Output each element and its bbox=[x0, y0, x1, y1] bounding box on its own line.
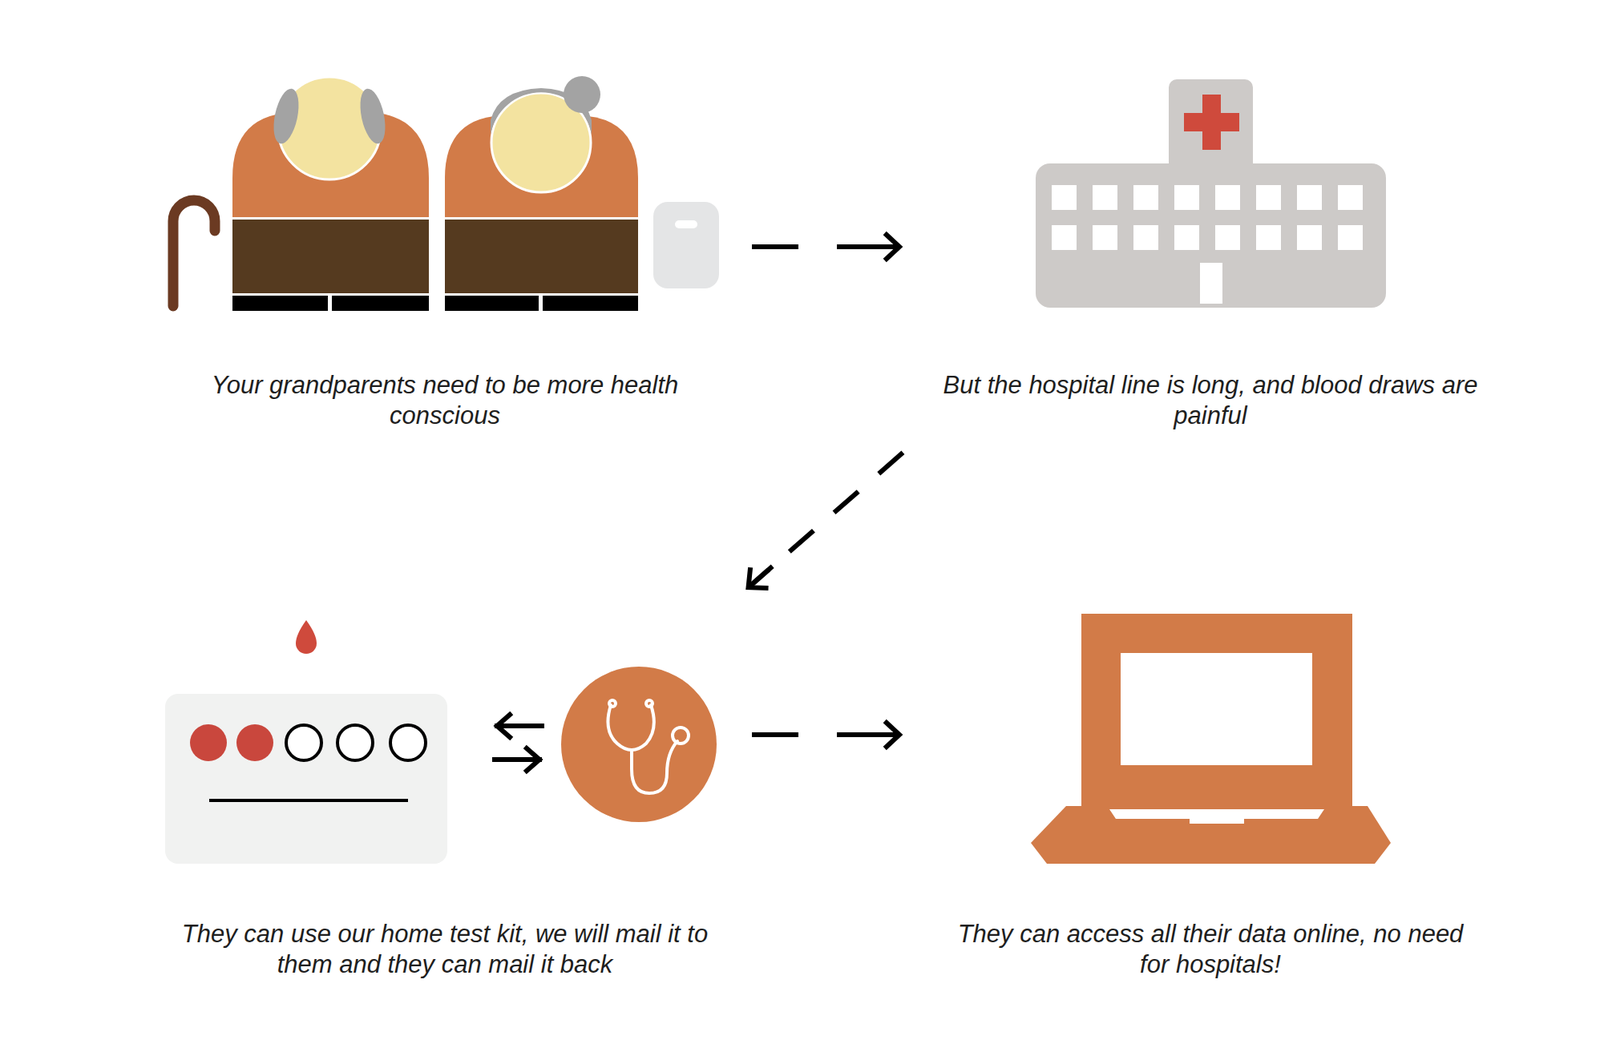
caption: They can use our home test kit, we will … bbox=[156, 919, 734, 981]
dashed-arrow bbox=[751, 723, 900, 748]
caption: But the hospital line is long, and blood… bbox=[921, 370, 1499, 432]
grandparents-figure bbox=[173, 76, 720, 312]
panel: But the hospital line is long, and blood… bbox=[913, 64, 1508, 444]
panel: Your grandparents need to be more health… bbox=[152, 64, 738, 444]
hospital-icon bbox=[1035, 79, 1386, 308]
panel: They can use our home test kit, we will … bbox=[152, 597, 738, 993]
test-kit-icon bbox=[165, 620, 448, 865]
dashed-arrow bbox=[751, 234, 900, 259]
laptop-icon bbox=[1030, 614, 1391, 865]
caption: Your grandparents need to be more health… bbox=[188, 370, 702, 432]
caption: They can access all their data online, n… bbox=[953, 919, 1467, 981]
exchange-arrows bbox=[494, 715, 542, 772]
stethoscope-icon bbox=[561, 666, 717, 823]
panel: They can access all their data online, n… bbox=[913, 597, 1508, 993]
dashed-arrow bbox=[748, 452, 904, 589]
